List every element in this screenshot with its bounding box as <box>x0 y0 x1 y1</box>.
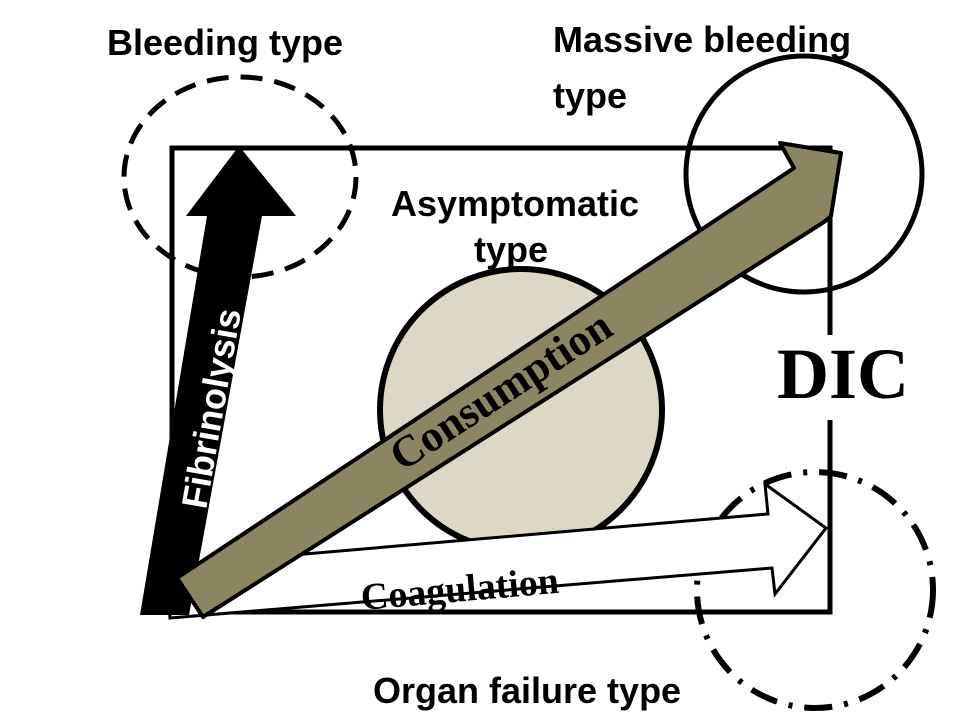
bleeding-type-ellipse <box>121 74 359 280</box>
organ-failure-circle <box>694 469 936 711</box>
dic-label: DIC <box>777 334 909 414</box>
consumption-arrow <box>175 141 843 619</box>
bleeding-type-label: Bleeding type <box>107 22 343 63</box>
massive-bleeding-circle <box>683 53 925 295</box>
asymptomatic-label-line1: Asymptomatic <box>391 183 639 224</box>
fibrinolysis-arrow <box>140 146 296 615</box>
massive-bleeding-label-line1: Massive bleeding <box>553 19 851 60</box>
asymptomatic-label-line2: type <box>474 229 548 270</box>
organ-failure-label: Organ failure type <box>373 670 681 711</box>
massive-bleeding-label-line2: type <box>553 75 627 116</box>
